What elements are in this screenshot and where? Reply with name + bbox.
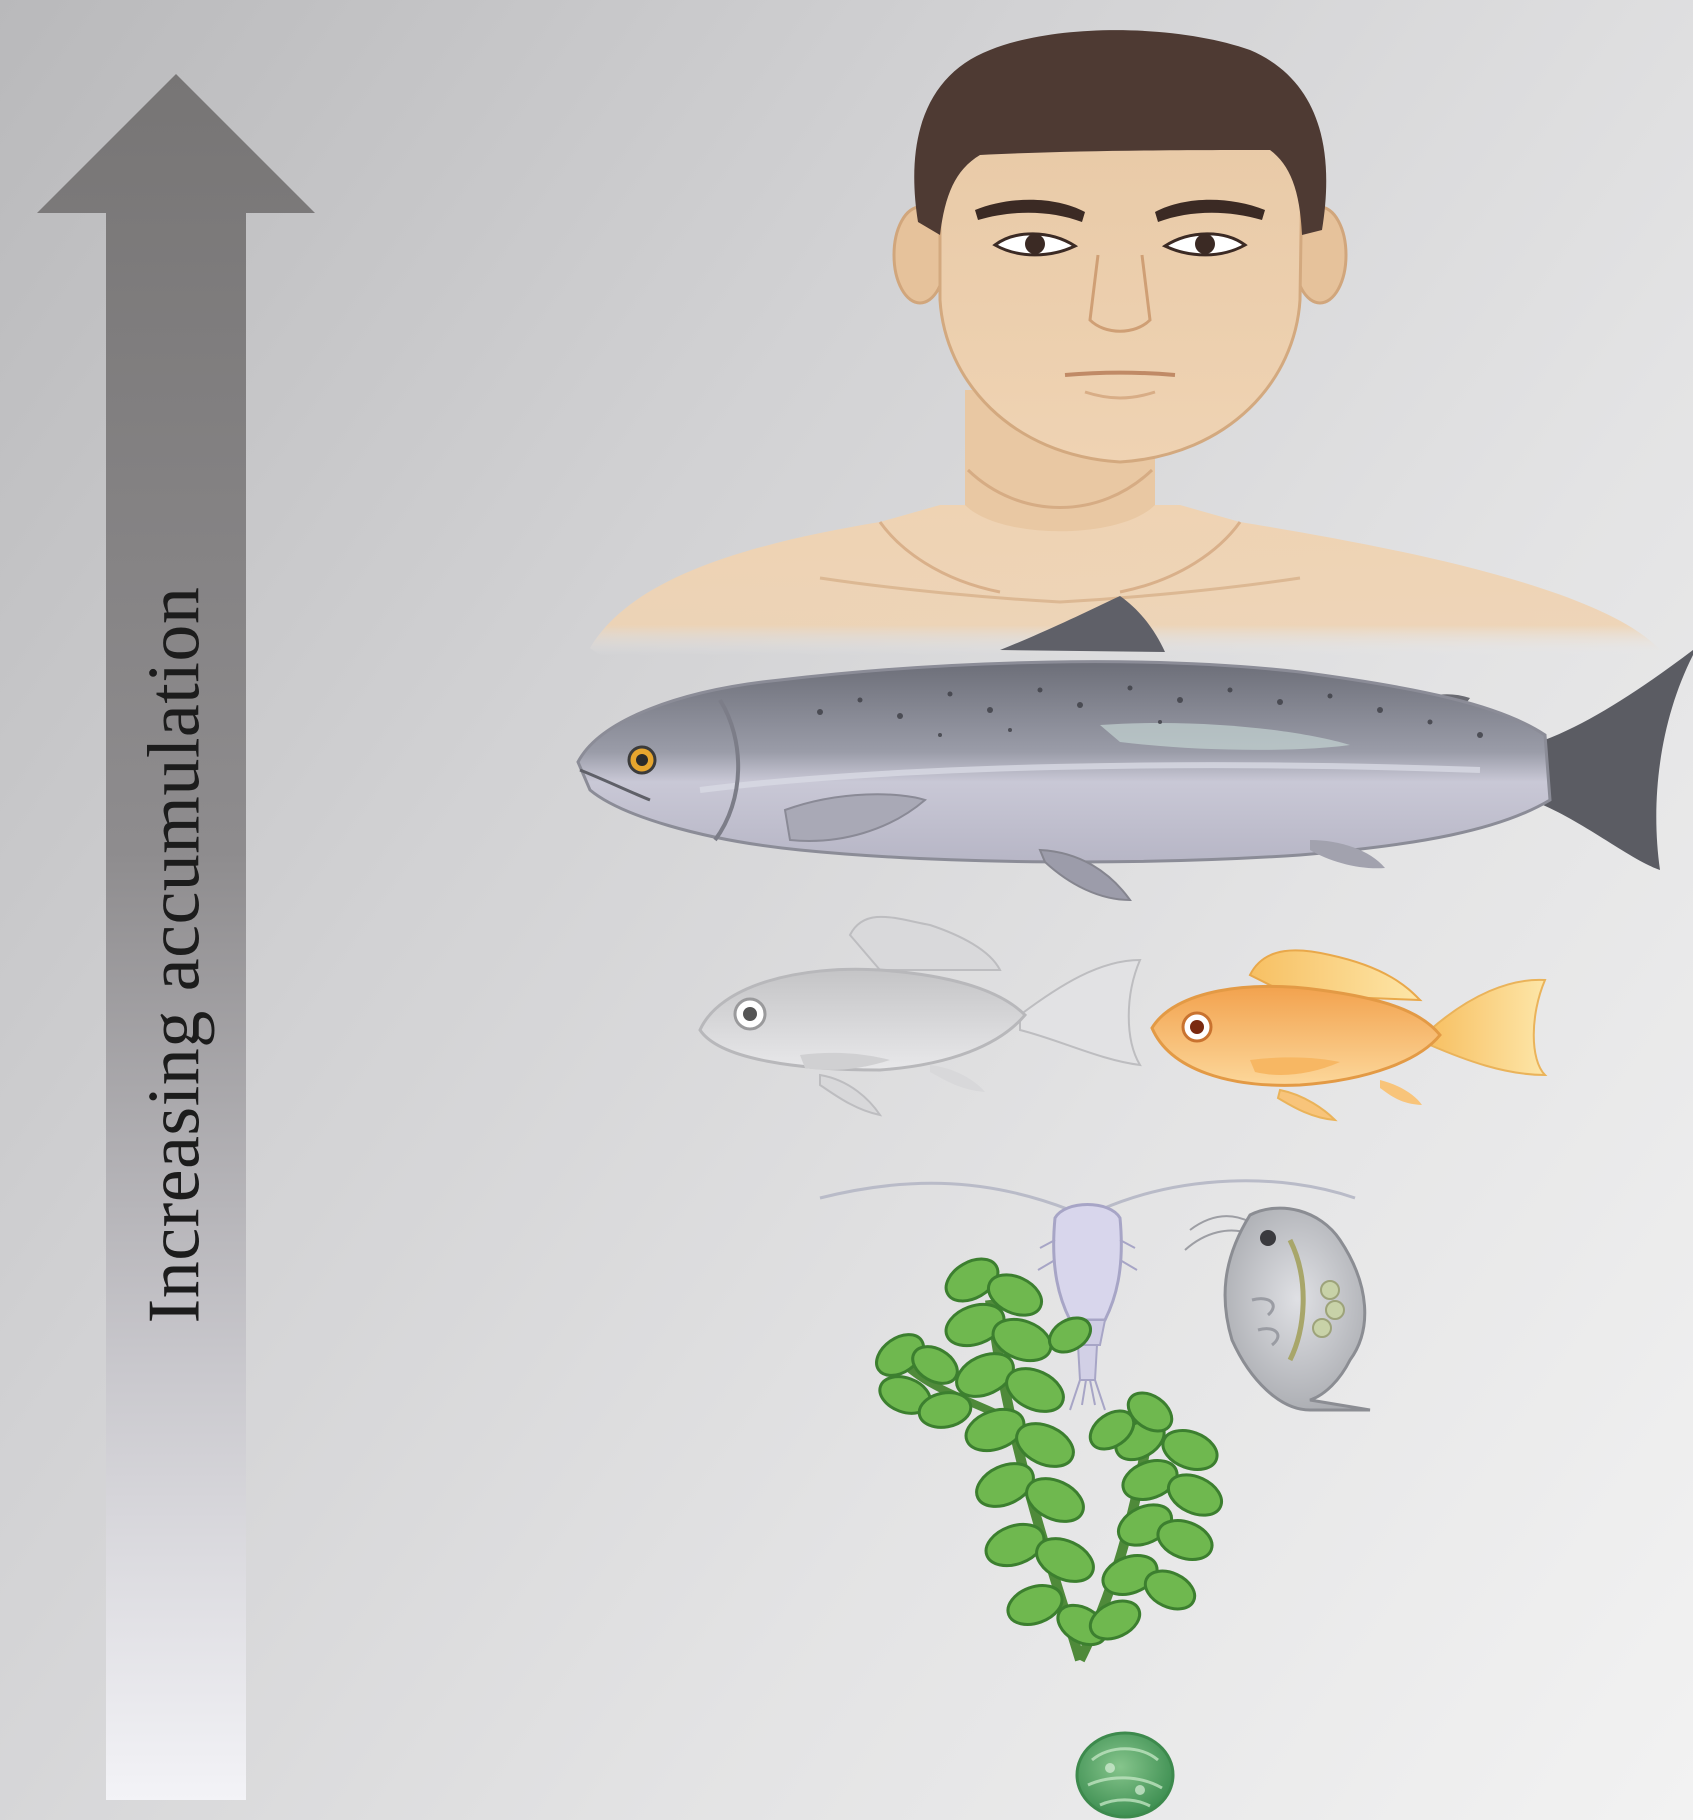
arrow-label: Increasing accumulation (133, 587, 218, 1324)
phytoplankton-icon (1077, 1733, 1173, 1817)
aquatic-plant-icon (869, 1250, 1228, 1660)
goldfish-icon (1152, 950, 1545, 1120)
grey-fish-icon (700, 917, 1140, 1115)
human-icon (590, 30, 1660, 655)
daphnia-icon (1185, 1208, 1370, 1410)
